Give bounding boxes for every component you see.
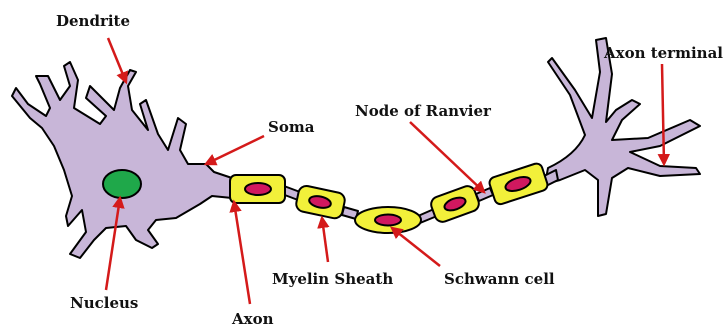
nucleus [103,170,141,198]
myelin-sheath-1 [230,175,285,203]
myelin-sheath-label: Myelin Sheath [272,270,393,288]
axon-terminal-arrow [662,64,664,164]
soma-shape [12,62,232,258]
myelin-sheath-2 [295,185,346,220]
axon-arrow [234,202,250,304]
myelin-sheath-arrow [322,218,328,262]
soma-label: Soma [268,118,315,136]
dendrite-arrow [108,38,126,82]
myelin-sheath-4 [429,184,481,224]
node-of-ranvier-label: Node of Ranvier [355,102,492,120]
schwann-cell-arrow [392,228,440,266]
axon-terminal-shape [545,38,700,216]
schwann-nucleus [375,215,401,226]
dendrite-label: Dendrite [56,12,130,30]
axon-label: Axon [231,310,274,326]
soma-arrow [206,136,264,164]
nucleus-label: Nucleus [70,294,138,312]
schwann-nucleus [245,183,271,195]
myelin-sheath-3 [355,207,421,233]
myelin-sheath-5 [488,162,549,206]
node-of-ranvier-arrow [410,122,484,192]
schwann-cell-label: Schwann cell [444,270,555,288]
axon-terminal-label: Axon terminal [603,44,723,62]
